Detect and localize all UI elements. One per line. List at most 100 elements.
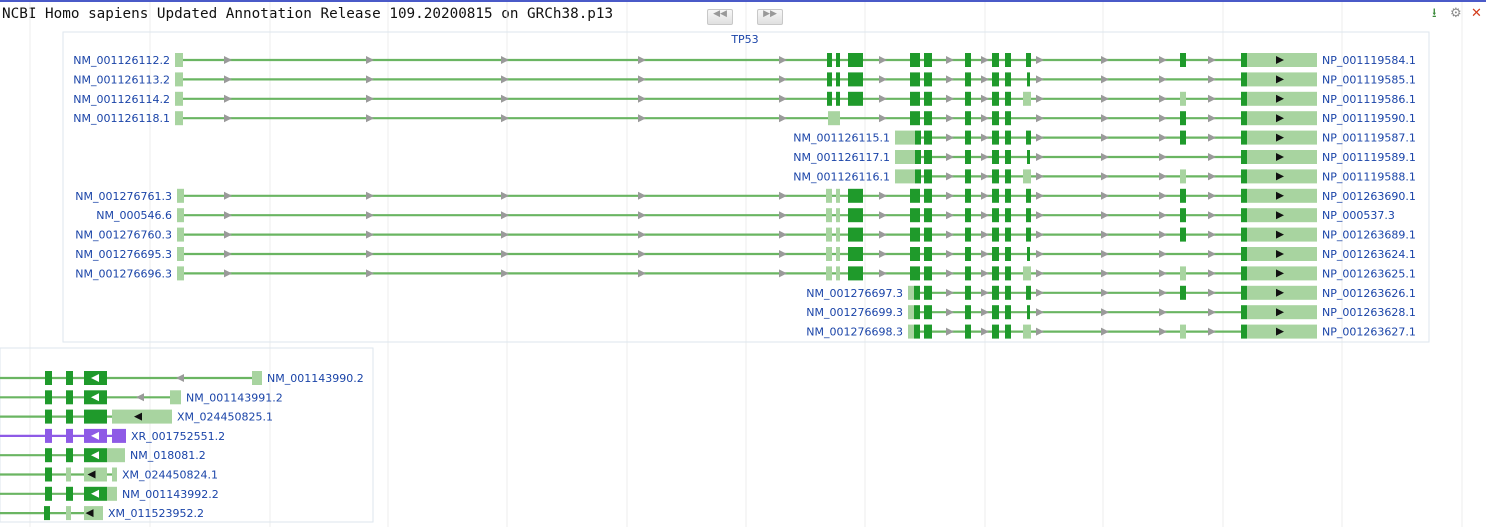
protein-label[interactable]: NP_001119589.1 — [1322, 151, 1416, 164]
transcript-row[interactable]: NM_001276697.3 NP_001263626.1 — [806, 285, 1416, 300]
exon-block — [827, 72, 832, 87]
transcript-label[interactable]: NM_001143991.2 — [186, 391, 283, 404]
exon-block — [1026, 227, 1031, 242]
transcript-label[interactable]: XR_001752551.2 — [131, 430, 225, 443]
download-icon[interactable]: ⭳ — [1432, 6, 1437, 21]
transcript-label[interactable]: NM_001276699.3 — [806, 306, 903, 319]
protein-label[interactable]: NP_001263625.1 — [1322, 267, 1416, 280]
transcript-row[interactable]: NM_001126112.2 NP_001119584.1 — [73, 53, 1416, 67]
transcript-row[interactable]: XM_024450824.1 — [0, 467, 218, 482]
strand-arrow — [879, 250, 887, 258]
protein-label[interactable]: NP_001119586.1 — [1322, 93, 1416, 106]
protein-label[interactable]: NP_001119590.1 — [1322, 112, 1416, 125]
protein-label[interactable]: NP_001263689.1 — [1322, 229, 1416, 242]
protein-label[interactable]: NP_001263626.1 — [1322, 287, 1416, 300]
transcript-row[interactable]: NM_001276761.3 NP_001263690.1 — [75, 188, 1416, 203]
transcript-label[interactable]: NM_001276697.3 — [806, 287, 903, 300]
gene-group-box-2 — [0, 347, 374, 523]
next-page-icon: ▶▶ — [763, 9, 777, 19]
strand-arrow — [1036, 172, 1044, 181]
transcript-label[interactable]: NM_001276696.3 — [75, 267, 172, 280]
exon-block — [827, 91, 832, 106]
prev-page-button[interactable]: ◀◀ — [707, 9, 733, 25]
transcript-row[interactable]: NM_001143991.2 — [0, 390, 283, 405]
transcript-row[interactable]: NM_001126118.1 NP_001119590.1 — [73, 111, 1416, 126]
utr-block — [252, 371, 262, 385]
transcript-row[interactable]: NM_001126115.1 NP_001119587.1 — [793, 130, 1416, 145]
grid-lines — [29, 2, 1463, 527]
transcript-row[interactable]: NM_001126117.1 NP_001119589.1 — [793, 150, 1416, 164]
strand-arrow — [366, 250, 374, 258]
transcript-label[interactable]: NM_001126113.2 — [73, 73, 170, 86]
next-page-button[interactable]: ▶▶ — [757, 9, 783, 25]
exon-block — [924, 305, 932, 320]
transcript-label[interactable]: NM_001276698.3 — [806, 326, 903, 339]
strand-arrow — [638, 94, 646, 103]
transcript-label[interactable]: NM_001143990.2 — [267, 372, 364, 385]
strand-arrow — [501, 269, 509, 278]
transcript-row[interactable]: XM_011523952.2 — [0, 506, 204, 521]
transcript-row[interactable]: XM_024450825.1 — [0, 409, 273, 424]
protein-label[interactable]: NP_001263624.1 — [1322, 248, 1416, 261]
transcript-label[interactable]: NM_001126114.2 — [73, 93, 170, 106]
protein-label[interactable]: NP_001119588.1 — [1322, 170, 1416, 183]
transcript-label[interactable]: NM_000546.6 — [96, 209, 172, 222]
exon-block — [992, 305, 999, 320]
exon-block — [992, 208, 999, 223]
transcript-label[interactable]: NM_001276695.3 — [75, 248, 172, 261]
exon-block — [965, 285, 971, 300]
strand-arrow — [981, 288, 989, 297]
transcript-label[interactable]: NM_001126117.1 — [793, 151, 890, 164]
strand-arrow — [1208, 191, 1216, 200]
protein-label[interactable]: NP_001119585.1 — [1322, 73, 1416, 86]
transcript-row[interactable]: NM_001126114.2 NP_001119586.1 — [73, 91, 1416, 106]
transcript-label[interactable]: NM_001126112.2 — [73, 54, 170, 67]
strand-arrow — [779, 230, 787, 239]
transcript-label[interactable]: NM_001126115.1 — [793, 132, 890, 145]
transcript-label[interactable]: NM_001143992.2 — [122, 488, 219, 501]
transcript-row[interactable]: NM_001276699.3 NP_001263628.1 — [806, 305, 1416, 320]
transcript-label[interactable]: XM_011523952.2 — [108, 507, 204, 520]
protein-label[interactable]: NP_001119584.1 — [1322, 54, 1416, 67]
utr-block — [112, 467, 117, 482]
gear-icon[interactable]: ⚙ — [1450, 6, 1462, 21]
transcript-row[interactable]: NM_001276695.3 NP_001263624.1 — [75, 247, 1416, 261]
transcript-row[interactable]: NM_018081.2 — [0, 448, 206, 463]
strand-arrow — [91, 451, 99, 460]
transcript-row[interactable]: NM_001126113.2 NP_001119585.1 — [73, 72, 1416, 87]
transcript-label[interactable]: NM_001276761.3 — [75, 190, 172, 203]
transcript-label[interactable]: NM_001126116.1 — [793, 170, 890, 183]
protein-label[interactable]: NP_001263628.1 — [1322, 306, 1416, 319]
transcript-row[interactable]: NM_001126116.1 NP_001119588.1 — [793, 169, 1416, 184]
protein-label[interactable]: NP_000537.3 — [1322, 209, 1395, 222]
transcript-label[interactable]: NM_001276760.3 — [75, 229, 172, 242]
transcript-row[interactable]: NM_001143992.2 — [0, 486, 219, 501]
transcript-row[interactable]: XR_001752551.2 — [0, 428, 225, 443]
protein-label[interactable]: NP_001263627.1 — [1322, 326, 1416, 339]
gene-label-tp53[interactable]: TP53 — [730, 33, 758, 46]
transcript-row[interactable]: NM_001143990.2 — [0, 371, 364, 385]
utr-block — [177, 266, 184, 281]
transcript-row[interactable]: NM_001276696.3 NP_001263625.1 — [75, 266, 1416, 281]
transcript-label[interactable]: NM_001126118.1 — [73, 112, 170, 125]
strand-arrow — [224, 250, 232, 258]
strand-arrow — [1101, 56, 1109, 64]
exon-block — [848, 91, 863, 106]
exon-block — [1005, 91, 1011, 106]
strand-arrow — [1208, 133, 1216, 142]
transcript-label[interactable]: XM_024450825.1 — [177, 411, 273, 424]
transcript-row[interactable]: NM_001276698.3 NP_001263627.1 — [806, 324, 1416, 339]
utr-block — [175, 53, 183, 67]
strand-arrow — [1208, 230, 1216, 239]
strand-arrow — [1101, 133, 1109, 142]
transcript-label[interactable]: NM_018081.2 — [130, 449, 206, 462]
transcript-row[interactable]: NM_001276760.3 NP_001263689.1 — [75, 227, 1416, 242]
transcript-row[interactable]: NM_000546.6 NP_000537.3 — [96, 208, 1395, 223]
exon-block — [1180, 285, 1186, 300]
transcript-label[interactable]: XM_024450824.1 — [122, 469, 218, 482]
strand-arrow — [946, 288, 954, 297]
protein-label[interactable]: NP_001119587.1 — [1322, 132, 1416, 145]
close-icon[interactable]: ✕ — [1471, 6, 1482, 21]
strand-arrow — [224, 191, 232, 200]
protein-label[interactable]: NP_001263690.1 — [1322, 190, 1416, 203]
